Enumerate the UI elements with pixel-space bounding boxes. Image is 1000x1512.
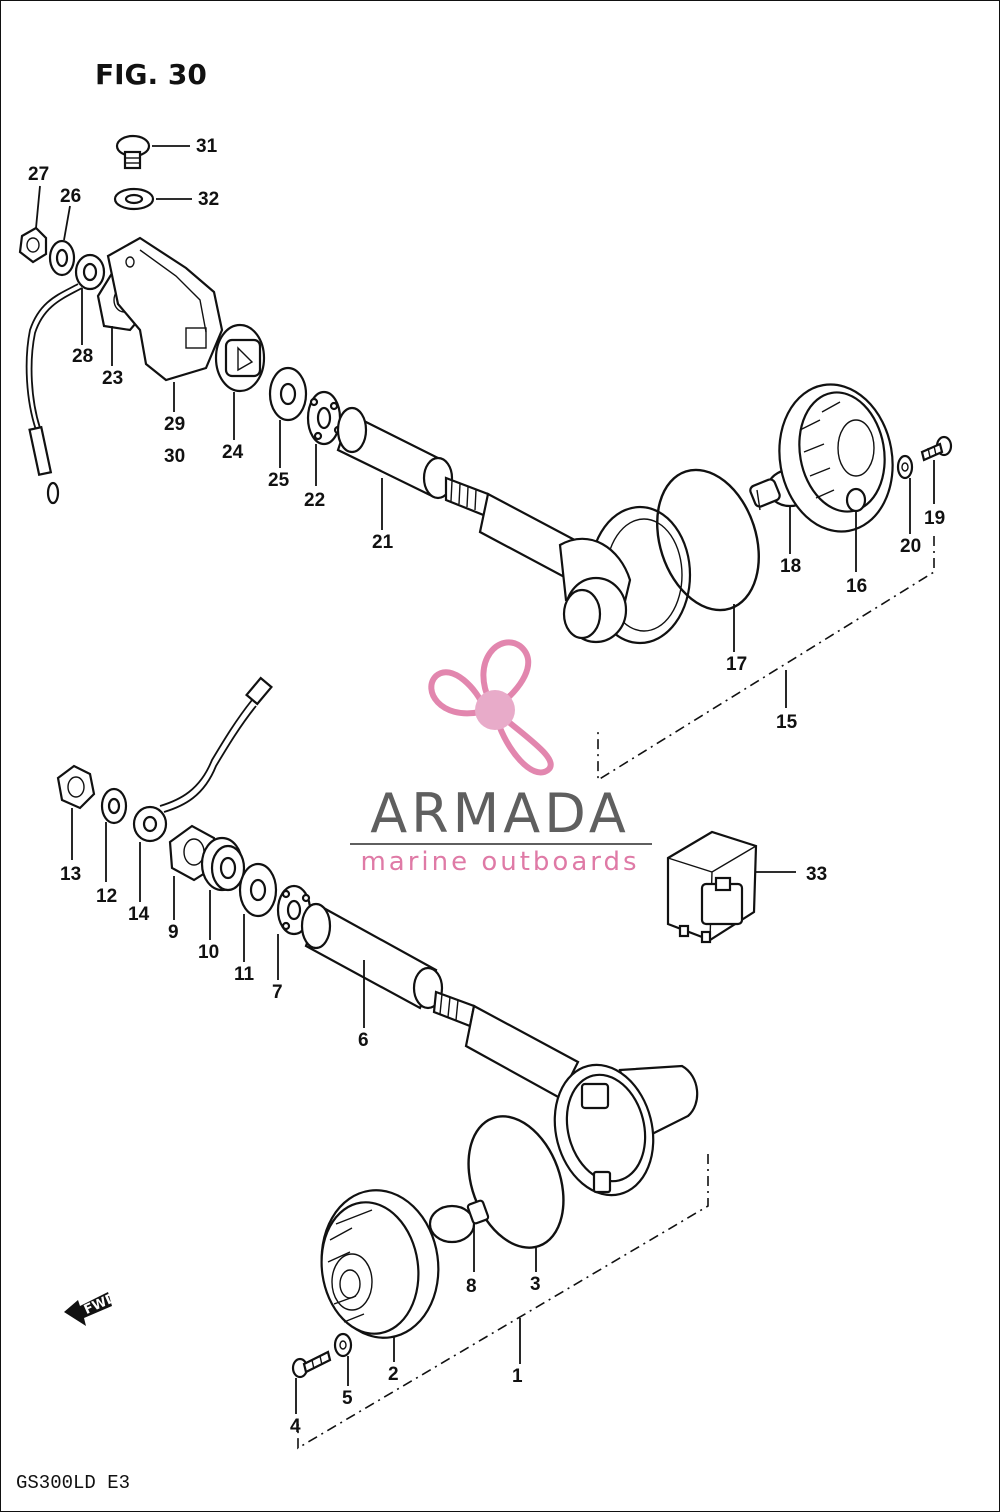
callout-4: 4	[290, 1416, 301, 1437]
callout-29: 29	[164, 414, 185, 435]
callout-7: 7	[272, 982, 283, 1003]
fwd-label: FWD	[82, 1290, 119, 1318]
model-code: GS300LD E3	[16, 1472, 130, 1494]
callout-31: 31	[196, 136, 218, 157]
lock-washer-12	[100, 787, 128, 825]
callout-8: 8	[466, 1276, 477, 1297]
nut-13	[56, 764, 96, 810]
upper-turn-signal-assembly	[18, 134, 953, 645]
brand-name: ARMADA	[370, 782, 630, 845]
callout-32: 32	[198, 189, 219, 210]
washer-5	[333, 1332, 353, 1358]
housing-15-upper	[558, 505, 692, 645]
lead-wire-lower	[159, 676, 273, 813]
callout-6: 6	[358, 1030, 369, 1051]
callout-3: 3	[530, 1274, 541, 1295]
armada-logo: ARMADA marine outboards	[350, 639, 652, 877]
callout-33: 33	[806, 864, 827, 885]
assembly-brackets	[297, 536, 935, 1450]
propeller-icon	[428, 639, 554, 776]
washer-32	[113, 187, 155, 211]
lens-2	[320, 1189, 440, 1339]
washer-25	[268, 366, 308, 422]
bolt-31	[115, 134, 151, 170]
callout-15: 15	[776, 712, 798, 733]
callout-2: 2	[388, 1364, 399, 1385]
sleeve-21	[336, 406, 454, 500]
washer-20	[896, 454, 914, 480]
callout-20: 20	[900, 536, 921, 557]
callout-10: 10	[198, 942, 219, 963]
terminal-14	[132, 805, 168, 843]
callout-13: 13	[60, 864, 81, 885]
screw-19	[920, 435, 953, 462]
fwd-direction-arrow: FWD	[64, 1290, 119, 1326]
grommet-24	[214, 323, 266, 393]
callout-27: 27	[28, 164, 49, 185]
washer-11	[238, 862, 278, 918]
callout-1: 1	[512, 1366, 523, 1387]
callout-11: 11	[234, 964, 255, 985]
callout-24: 24	[222, 442, 244, 463]
callout-30: 30	[164, 446, 185, 467]
callout-22: 22	[304, 490, 325, 511]
callout-5: 5	[342, 1388, 353, 1409]
callout-14: 14	[128, 904, 150, 925]
callout-26: 26	[60, 186, 81, 207]
gasket-17	[656, 468, 760, 612]
bulb-8	[428, 1199, 490, 1244]
callout-17: 17	[726, 654, 747, 675]
screw-4	[291, 1350, 332, 1379]
plate-22	[306, 390, 343, 446]
ground-terminal-28	[25, 253, 106, 505]
callout-23: 23	[102, 368, 123, 389]
lower-turn-signal-assembly	[56, 676, 699, 1379]
nut-27	[18, 226, 48, 264]
callout-18: 18	[780, 556, 801, 577]
callout-25: 25	[268, 470, 290, 491]
turn-signal-relay-33	[666, 830, 758, 944]
callout-19: 19	[924, 508, 945, 529]
callout-21: 21	[372, 532, 394, 553]
callout-12: 12	[96, 886, 117, 907]
leader-lines	[35, 145, 935, 1414]
callout-16: 16	[846, 576, 867, 597]
brand-tagline: marine outboards	[360, 847, 639, 877]
bracket-29-30	[106, 236, 224, 382]
lock-washer-26	[48, 239, 76, 277]
sleeve-6	[300, 902, 444, 1010]
signal-stem-lower	[432, 990, 580, 1100]
housing-lower	[553, 1063, 699, 1197]
callout-9: 9	[168, 922, 179, 943]
gasket-3	[467, 1115, 565, 1249]
callout-labels: 31 32 27 26 28 23 29 30 24 25 22 21 18 1…	[28, 136, 945, 1437]
grommet-10	[200, 836, 246, 892]
callout-28: 28	[72, 346, 93, 367]
figure-title: FIG. 30	[95, 58, 207, 91]
lens-16	[778, 383, 894, 533]
